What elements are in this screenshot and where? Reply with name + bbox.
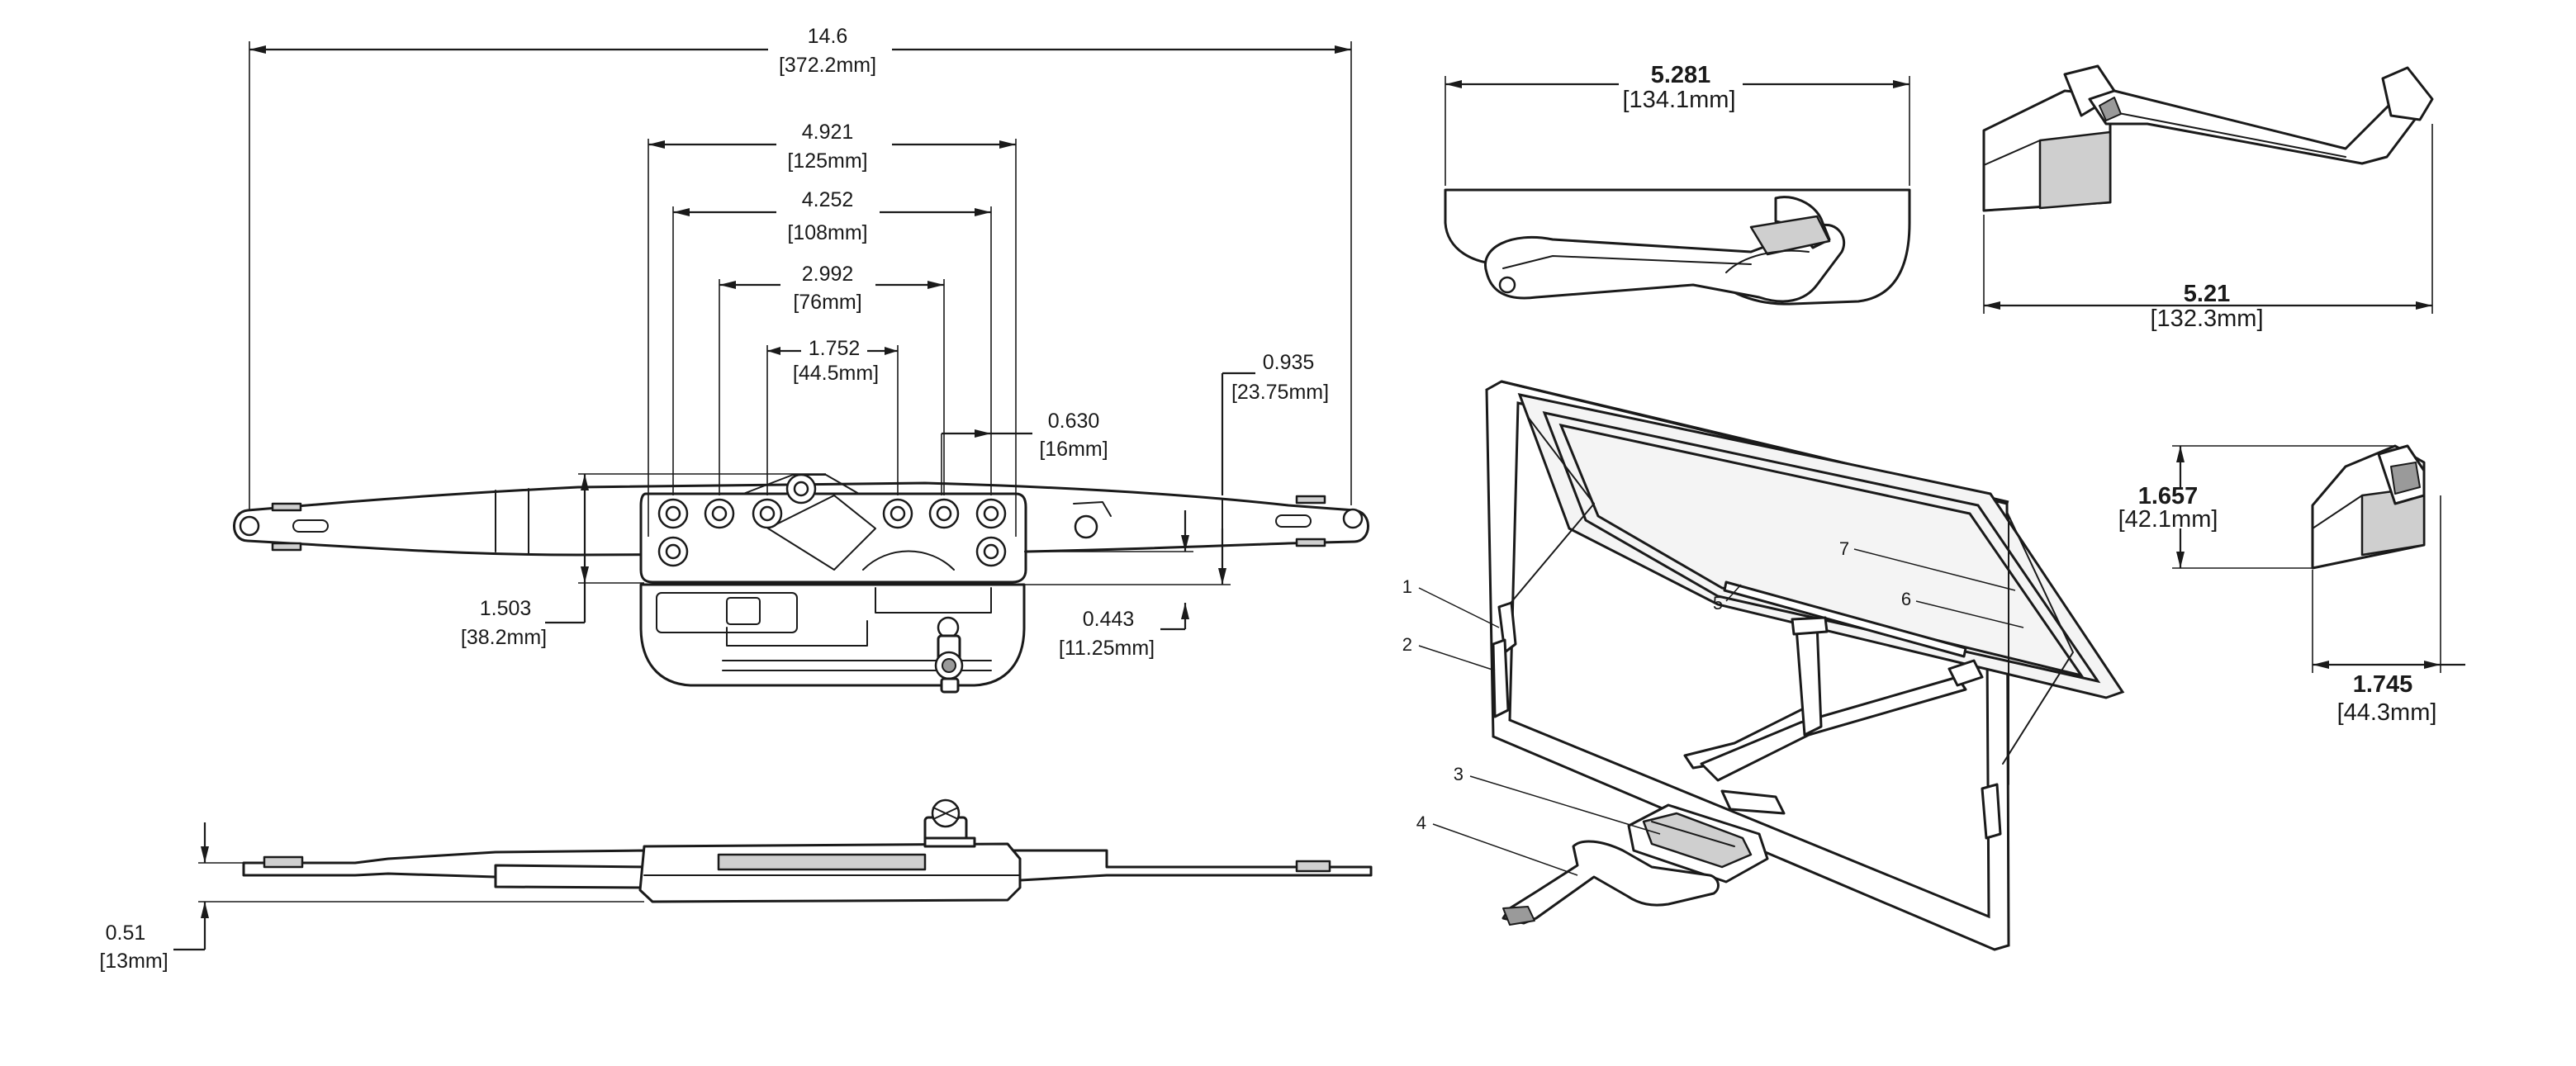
dim-offset-0935: 0.935 (1263, 351, 1315, 374)
dim-hole-span-inner-mm: [44.5mm] (793, 362, 879, 385)
dim-cover-height-mm: [42.1mm] (2118, 506, 2218, 533)
callouts: 1 2 3 4 5 6 7 (1402, 538, 2024, 876)
dim-handle-width-top-mm: [134.1mm] (1623, 87, 1736, 113)
dimension-lines-cover (2172, 445, 2465, 673)
dim-height-0443-mm: [11.25mm] (1059, 637, 1155, 660)
callout-4: 6 (1901, 589, 1911, 609)
dim-height-1503-mm: [38.2mm] (461, 626, 547, 649)
dim-hole-span-2: 4.252 (802, 188, 854, 211)
dim-offset-0630: 0.630 (1048, 410, 1100, 433)
window-assembly (1485, 380, 2125, 951)
dimension-lines-handle (1445, 76, 2433, 314)
dim-cover-depth: 1.745 (2353, 671, 2413, 698)
handle-side-view (1982, 64, 2434, 212)
dim-cover-depth-mm: [44.3mm] (2337, 699, 2437, 726)
dim-overall-length: 14.6 (808, 25, 848, 48)
dimension-labels-top-view: 14.6 [372.2mm] 4.921 [125mm] 4.252 [108m… (461, 25, 1329, 660)
dimension-lines-top-view (249, 41, 1352, 631)
dim-hole-span-inner: 1.752 (809, 337, 861, 360)
callout-2: 4 (1416, 813, 1426, 833)
operator-top-view (233, 473, 1369, 694)
dim-thickness-051: 0.51 (106, 921, 146, 945)
dim-handle-width-side: 5.21 (2184, 281, 2230, 307)
dim-cover-height: 1.657 (2138, 483, 2199, 509)
dim-hole-span-outer: 4.921 (802, 121, 854, 144)
dim-offset-0935-mm: [23.75mm] (1231, 381, 1329, 404)
dim-height-1503: 1.503 (480, 597, 532, 620)
dim-thickness-051-mm: [13mm] (99, 950, 168, 973)
callout-1: 3 (1454, 764, 1464, 784)
cover-side-view (2311, 444, 2426, 570)
dim-hole-span-outer-mm: [125mm] (787, 149, 867, 173)
dim-hole-span-3-mm: [76mm] (793, 291, 861, 314)
dim-hole-span-3: 2.992 (802, 263, 854, 286)
callout-7: 1 (1402, 576, 1412, 597)
callout-5: 7 (1839, 538, 1849, 559)
dim-hole-span-2-mm: [108mm] (787, 221, 867, 244)
dim-height-0443: 0.443 (1083, 608, 1135, 631)
dim-handle-width-side-mm: [132.3mm] (2151, 306, 2264, 332)
dimension-labels-handle: 5.281 [134.1mm] 5.21 [132.3mm] (1623, 62, 2264, 332)
callout-3: 5 (1713, 593, 1723, 614)
dimension-labels-cover: 1.657 [42.1mm] 1.745 [44.3mm] (2118, 483, 2437, 726)
dim-handle-width-top: 5.281 (1651, 62, 1711, 88)
handle-top-view (1444, 188, 1911, 306)
dim-overall-length-mm: [372.2mm] (779, 54, 876, 77)
dimension-labels-side-view: 0.51 [13mm] (99, 921, 168, 973)
operator-side-view (242, 798, 1373, 903)
dimension-lines-side-view (173, 822, 644, 951)
callout-6: 2 (1402, 634, 1412, 655)
dim-offset-0630-mm: [16mm] (1039, 438, 1108, 461)
